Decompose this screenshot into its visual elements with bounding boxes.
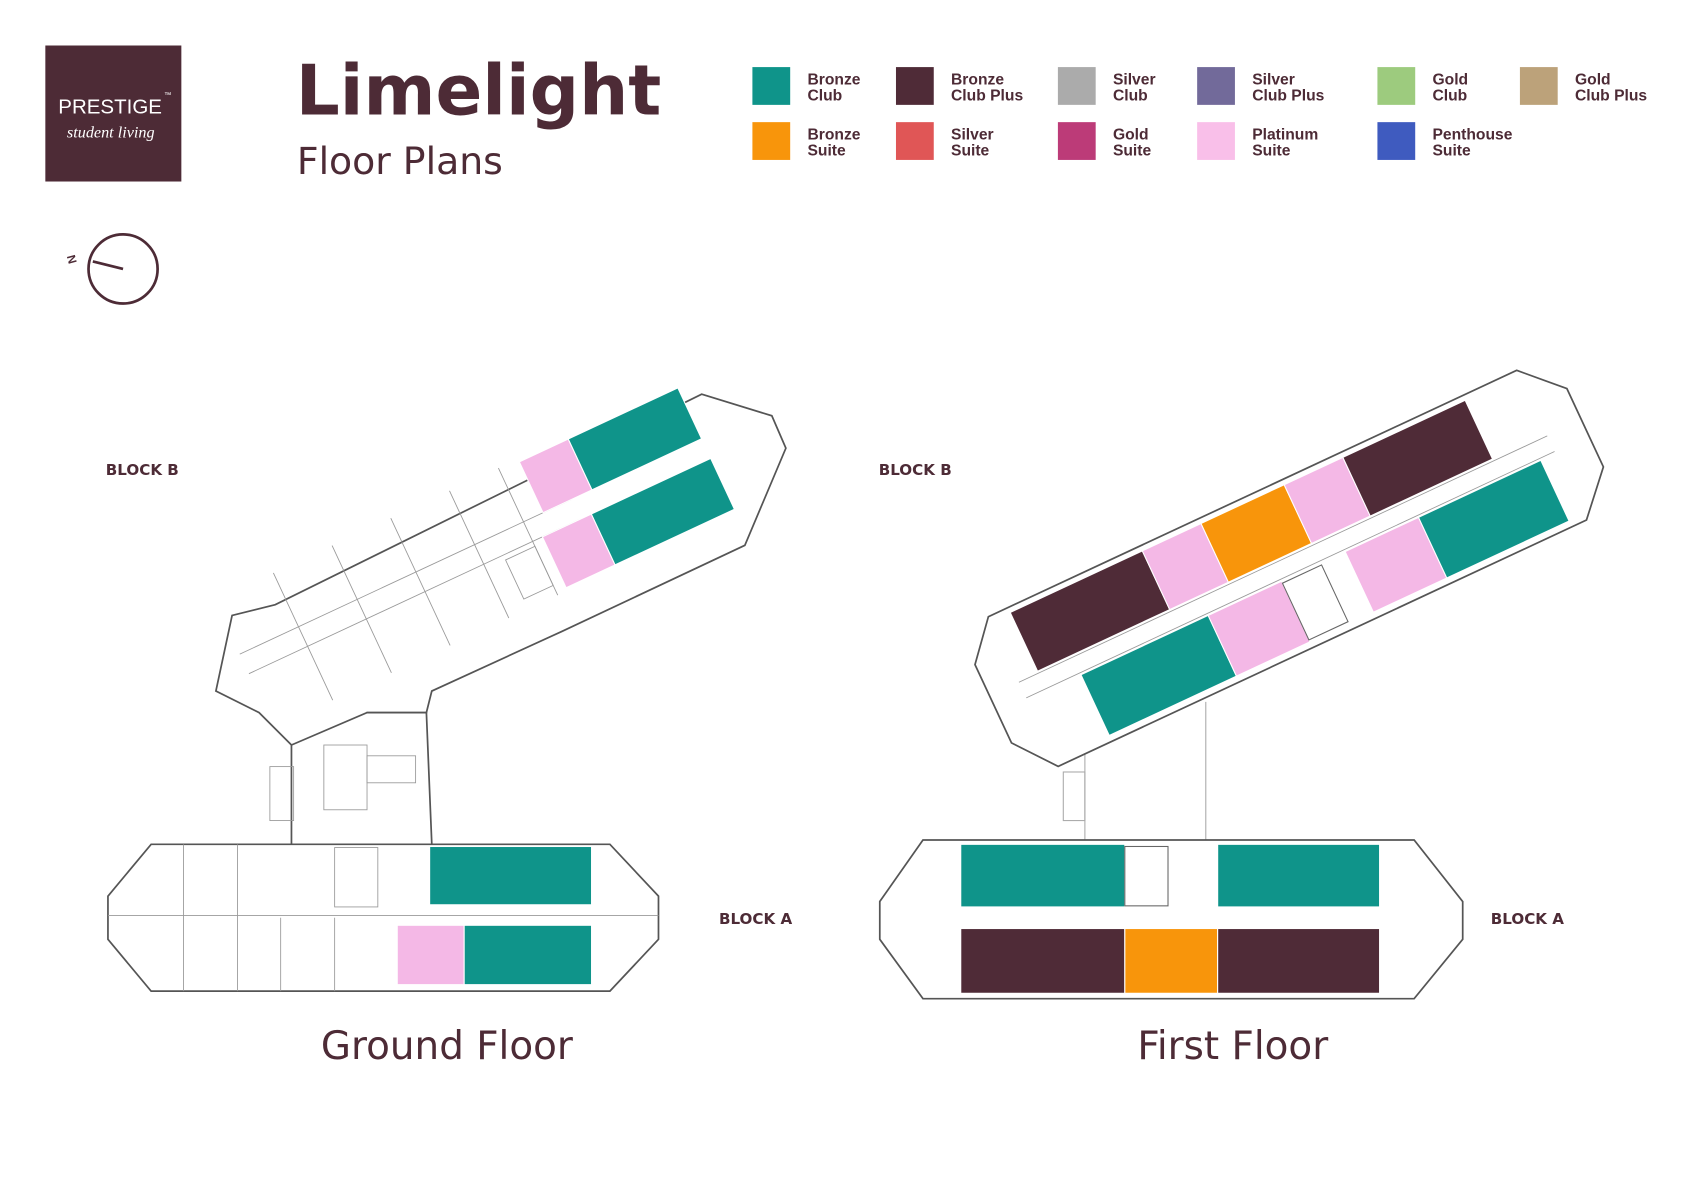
legend-label: Club Plus [1252, 88, 1324, 105]
unit-bronze-club [960, 843, 1126, 908]
floor-title: First Floor [1137, 1024, 1328, 1069]
stairwell [1281, 564, 1349, 641]
legend-label: Suite [1252, 143, 1291, 160]
legend-label: Club Plus [1575, 88, 1647, 105]
legend-swatch [1197, 122, 1235, 160]
block-a-label: BLOCK A [719, 910, 793, 928]
floor-title: Ground Floor [321, 1024, 573, 1069]
legend-swatch [895, 67, 934, 105]
legend-label: Silver [1113, 71, 1156, 88]
legend-swatch [895, 122, 934, 160]
unit-bronze-club-plus [1342, 399, 1494, 517]
block-a-label: BLOCK A [1491, 910, 1565, 928]
legend-label: Suite [951, 143, 990, 160]
logo-tm: ™ [164, 90, 172, 99]
legend-label: Platinum [1252, 126, 1318, 143]
legend-swatch [1057, 67, 1096, 105]
page-subtitle: Floor Plans [297, 139, 503, 183]
compass-north-label: N [64, 253, 80, 265]
legend-swatch [1519, 67, 1558, 105]
legend-label: Suite [1432, 143, 1471, 160]
unit-bronze-club [429, 845, 593, 906]
unit-bronze-club [1417, 459, 1570, 579]
legend-swatch [752, 67, 791, 105]
legend-swatch [1377, 122, 1416, 160]
block-b-label: BLOCK B [879, 461, 952, 479]
unit-platinum-suite [396, 924, 465, 986]
legend-swatch [1197, 67, 1235, 105]
first-floor-plan: BLOCK B BLOCK A First Floor [879, 369, 1605, 1069]
legend-label: Silver [951, 126, 994, 143]
prestige-logo: PRESTIGE ™ student living [45, 45, 182, 182]
legend-label: Club [1432, 88, 1467, 105]
legend-label: Club [1113, 88, 1148, 105]
legend-label: Bronze [807, 71, 860, 88]
ground-floor-plan: BLOCK B BLOCK A Ground Floor [106, 387, 793, 1069]
block-b-label: BLOCK B [106, 461, 179, 479]
legend-label: Penthouse [1432, 126, 1512, 143]
legend-label: Bronze [951, 71, 1004, 88]
legend-label: Suite [807, 143, 846, 160]
legend-label: Gold [1113, 126, 1149, 143]
unit-bronze-club-plus [960, 927, 1126, 994]
legend-label: Club Plus [951, 88, 1023, 105]
north-compass-icon: N [64, 233, 159, 305]
page-title: Limelight [296, 52, 662, 132]
legend-label: Club [807, 88, 842, 105]
unit-bronze-club-plus [1217, 927, 1381, 994]
legend-swatch [1057, 122, 1096, 160]
logo-line1: PRESTIGE [58, 96, 162, 119]
logo-line2: student living [67, 123, 155, 141]
unit-bronze-club [567, 387, 703, 491]
unit-bronze-club [463, 924, 593, 986]
legend-label: Silver [1252, 71, 1295, 88]
legend-label: Gold [1432, 71, 1468, 88]
legend-swatch [1377, 67, 1416, 105]
legend-swatch [752, 122, 791, 160]
stairwell [1124, 845, 1169, 907]
legend-label: Bronze [807, 126, 860, 143]
legend-label: Suite [1113, 143, 1152, 160]
unit-bronze-club [1217, 843, 1381, 908]
unit-bronze-suite [1124, 927, 1219, 994]
legend-label: Gold [1575, 71, 1611, 88]
unit-bronze-club [590, 457, 736, 566]
